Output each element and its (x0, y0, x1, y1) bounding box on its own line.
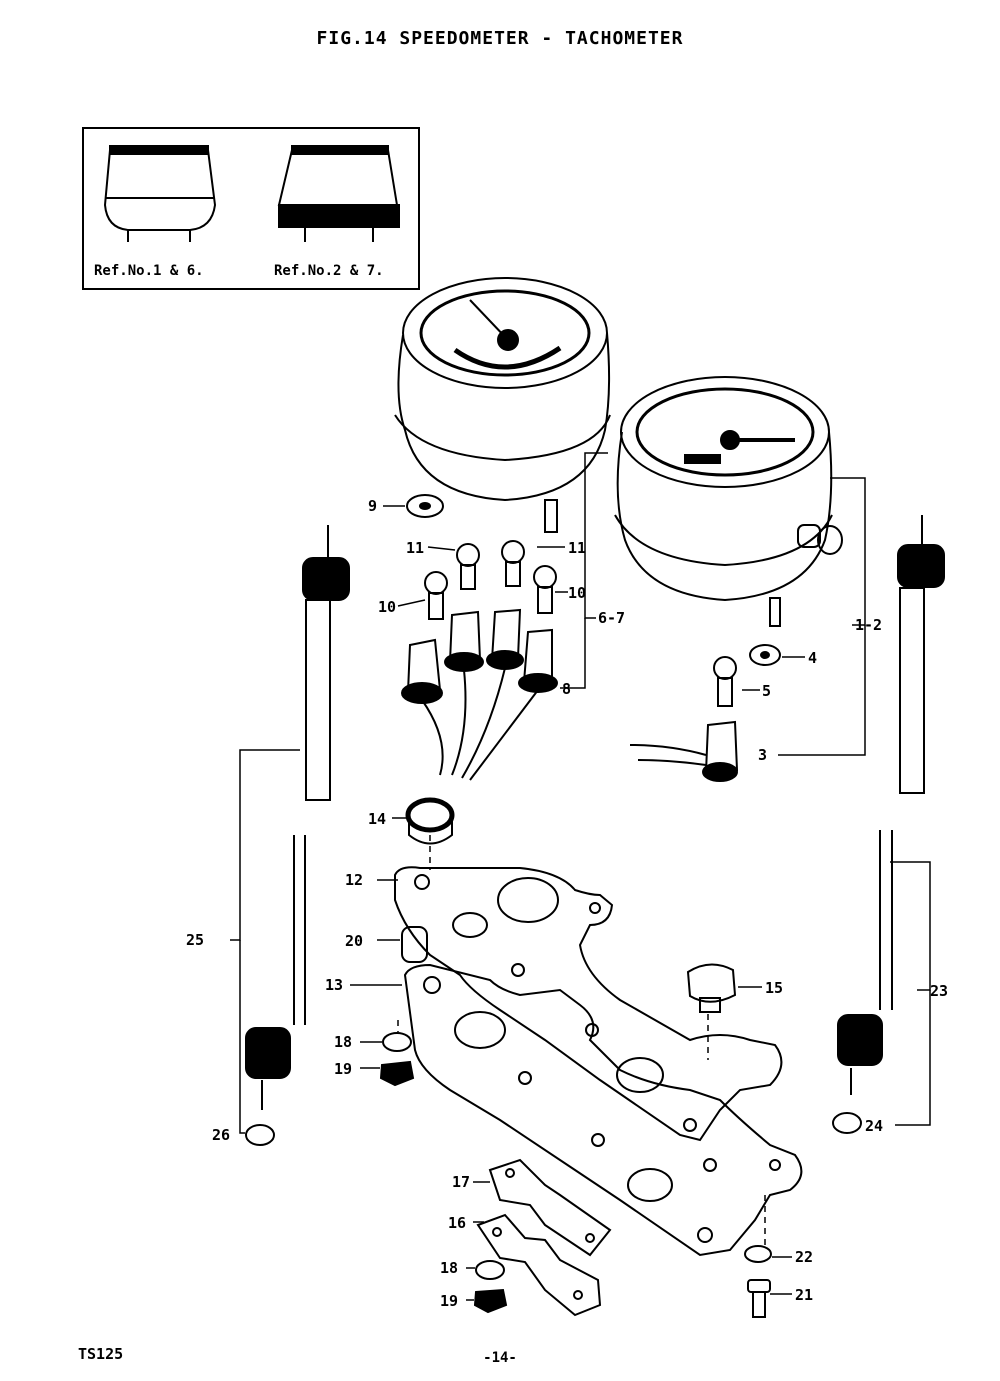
cushion-9 (406, 494, 444, 518)
callout-11-left: 11 (406, 539, 424, 557)
washer-26 (245, 1124, 275, 1146)
indicator-bulbs (424, 540, 557, 620)
bracket-17 (488, 1158, 612, 1257)
callout-13: 13 (325, 976, 343, 994)
callout-5: 5 (762, 682, 771, 700)
callout-26: 26 (212, 1126, 230, 1144)
reference-inset-box: Ref.No.1 & 6. Ref.No.2 & 7. (82, 127, 420, 290)
callout-10-left: 10 (378, 598, 396, 616)
bracket-16 (476, 1213, 602, 1317)
callout-3: 3 (758, 746, 767, 764)
washer-24 (832, 1112, 862, 1134)
tachometer-lamp-parts (629, 644, 781, 782)
callout-20: 20 (345, 932, 363, 950)
washer-18-lower (475, 1260, 505, 1280)
nut-19-lower (473, 1288, 508, 1314)
callout-19-upper: 19 (334, 1060, 352, 1078)
callout-22: 22 (795, 1248, 813, 1266)
callout-8: 8 (562, 680, 571, 698)
callout-11-right: 11 (568, 539, 586, 557)
washer-22 (744, 1245, 772, 1263)
speedometer-cable (245, 525, 350, 1110)
callout-18-upper: 18 (334, 1033, 352, 1051)
bulb-sockets (401, 608, 558, 781)
callout-14: 14 (368, 810, 386, 828)
grommet-14 (405, 797, 455, 833)
callout-12: 12 (345, 871, 363, 889)
callout-9: 9 (368, 497, 377, 515)
speedometer-unit (394, 277, 611, 533)
callout-25: 25 (186, 931, 204, 949)
model-code: TS125 (78, 1345, 124, 1363)
callout-16: 16 (448, 1214, 466, 1232)
callout-6-7: 6-7 (598, 609, 625, 627)
washer-18-upper (382, 1032, 412, 1052)
bolt-21 (747, 1279, 771, 1318)
callout-24: 24 (865, 1117, 883, 1135)
callout-15: 15 (765, 979, 783, 997)
figure-title: FIG.14 SPEEDOMETER - TACHOMETER (316, 28, 684, 49)
callout-17: 17 (452, 1173, 470, 1191)
meter-case-plate-12 (394, 866, 783, 1142)
page-number: -14- (483, 1350, 517, 1366)
callout-4: 4 (808, 649, 817, 667)
tachometer-cable (837, 515, 945, 1095)
cap-15 (686, 963, 737, 1013)
inset-meter-type-a (103, 145, 217, 242)
callout-19-lower: 19 (440, 1292, 458, 1310)
callout-18-lower: 18 (440, 1259, 458, 1277)
nut-19-upper (379, 1060, 415, 1087)
meter-case-plate-13 (403, 963, 803, 1257)
inset-meter-type-b (277, 145, 400, 242)
tachometer-unit (614, 376, 843, 627)
inset-label-ref-1-6: Ref.No.1 & 6. (94, 263, 204, 279)
callout-1-2: 1-2 (855, 616, 882, 634)
inset-label-ref-2-7: Ref.No.2 & 7. (274, 263, 384, 279)
callout-10-right: 10 (568, 584, 586, 602)
spacer-20 (401, 926, 428, 963)
callout-23: 23 (930, 982, 948, 1000)
callout-21: 21 (795, 1286, 813, 1304)
